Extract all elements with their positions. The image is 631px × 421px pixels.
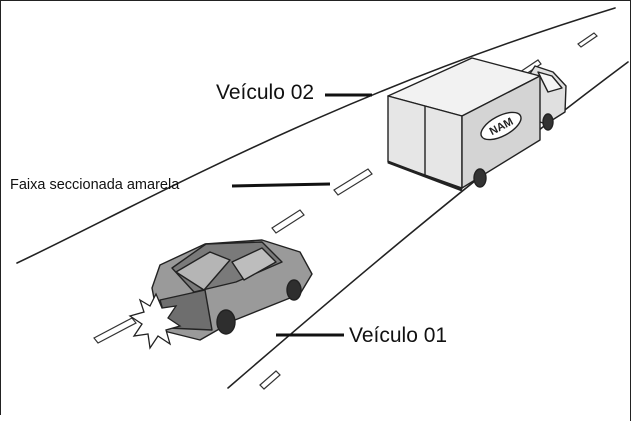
lane-dash xyxy=(93,317,137,344)
lane-dash xyxy=(577,32,598,48)
label-leaders xyxy=(231,93,372,337)
lane-dash xyxy=(271,209,305,234)
lane-dash xyxy=(333,168,373,196)
car-vehicle-01 xyxy=(151,239,313,341)
truck-windshield xyxy=(537,71,563,93)
truck-vehicle-02: NAM xyxy=(387,57,567,192)
car-side-window xyxy=(231,247,277,281)
car-wheel xyxy=(216,309,236,335)
truck-wheel xyxy=(473,168,487,188)
truck-wheel xyxy=(542,113,554,131)
frame-border-top xyxy=(0,0,631,1)
vehicle-01-label: Veículo 01 xyxy=(349,324,448,347)
frame-border-left xyxy=(0,0,1,415)
car-rear-window xyxy=(175,251,231,291)
impact-burst-icon xyxy=(128,292,182,350)
truck-logo xyxy=(480,111,522,141)
lane-marking-label: Faixa seccionada amarela xyxy=(10,177,180,193)
leader-lane-marking xyxy=(231,182,331,188)
road-left-edge xyxy=(16,7,616,264)
lane-dash xyxy=(259,370,281,390)
truck-rear-base xyxy=(387,160,463,192)
lane-dashes xyxy=(93,32,598,390)
vehicle-02-label: Veículo 02 xyxy=(216,81,315,104)
car-wheel xyxy=(286,279,302,301)
